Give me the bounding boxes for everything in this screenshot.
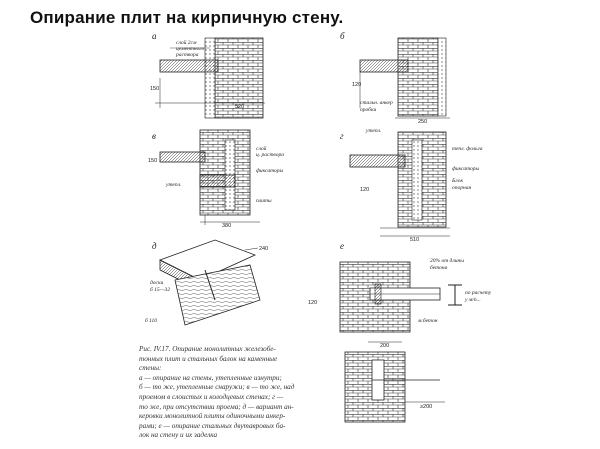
- caption-line: керовки монолитной плиты одиночными анке…: [139, 412, 286, 421]
- figure-v-annotation: ц. раствора: [256, 152, 284, 158]
- figure-d-annotation: б 15—32: [150, 287, 171, 293]
- page-title: Опирание плит на кирпичную стену.: [30, 8, 344, 27]
- figure-d-dimension: 240: [259, 246, 269, 252]
- figure-v-annotation: плиты: [256, 198, 272, 204]
- figure-a-label: а: [152, 31, 157, 41]
- figure-b-label: б: [340, 31, 345, 41]
- caption-line: то же, при отсутствии проема; д — вариан…: [139, 402, 294, 411]
- caption-line: тонных плит и стальных балок на каменные: [139, 354, 278, 363]
- figure-d-label: д: [152, 241, 157, 251]
- figure-v-annotation: слой: [256, 146, 267, 152]
- figure-a-annotation: раствора: [176, 52, 199, 58]
- figure-g-annotation: утепл.: [366, 128, 382, 134]
- figure-g-annotation: фиксаторы: [452, 166, 480, 172]
- figure-g-annotation: тепл. фольга: [452, 146, 483, 152]
- figure-e-dimension: 120: [308, 300, 318, 306]
- figure-b-annotation: стальн. анкер: [360, 100, 393, 106]
- caption-line: б — то же, утепленные снаружи; в — то же…: [139, 383, 295, 392]
- figure-g-label: г: [340, 131, 344, 141]
- caption-line: Рис. IV.17. Опирание монолитных железобе…: [139, 345, 276, 353]
- figure-d-drawing: [158, 239, 261, 326]
- figure-v-drawing: [159, 129, 260, 225]
- figure-e-annotation: 20% от длины: [430, 258, 464, 264]
- figure-e-annotation: у м/п...: [465, 297, 481, 303]
- caption-line: лок на стену и их заделка: [139, 431, 218, 440]
- figure-b-dimension: 120: [352, 82, 362, 88]
- figure-d-annotation: доски: [150, 280, 164, 286]
- figure-a-annotation: слой 2см: [176, 40, 197, 46]
- figure-e-annotation: бетона: [430, 265, 448, 271]
- figure-v-dimension: 380: [222, 223, 232, 229]
- figure-g-dimension: 510: [410, 237, 420, 243]
- figure-g-annotation: опорная: [452, 185, 472, 191]
- figure-e-annotation: по расчету: [465, 290, 492, 296]
- figure-v-dimension: 150: [148, 158, 158, 164]
- figure-e-dimension: 200: [380, 343, 390, 349]
- figure-v-annotation: фиксаторы: [256, 168, 284, 174]
- figure-a-drawing: [155, 37, 265, 119]
- figure-a-dimension: 520: [235, 104, 245, 110]
- figure-e-label: е: [340, 241, 344, 251]
- figure-a-dimension: 150: [150, 86, 160, 92]
- figure-d-annotation: б 110: [145, 318, 157, 324]
- figure-a-annotation: цементного: [176, 46, 205, 52]
- caption-line: рами; е — опирание стальных двутавровых …: [139, 421, 286, 430]
- figure-g-drawing: [349, 131, 450, 237]
- figure-g-dimension: 120: [360, 187, 370, 193]
- figure-v-label: в: [152, 131, 156, 141]
- caption-line: проемом в слоистых и колодцевых стенах; …: [139, 392, 284, 401]
- figure-caption: Рис. IV.17. Опирание монолитных железобе…: [139, 345, 339, 441]
- figure-b-annotation: пробки: [360, 107, 377, 113]
- figure-e-drawing: [339, 261, 462, 423]
- figure-v-annotation: утепл.: [166, 182, 182, 188]
- caption-line: стены:: [139, 364, 162, 373]
- figure-b-dimension: 250: [418, 119, 428, 125]
- caption-line: а — опирание на стены, утепленные изнутр…: [139, 373, 282, 382]
- figure-e-annotation: м.бетон: [418, 318, 438, 324]
- figure-b-drawing: [359, 37, 450, 119]
- figure-e-dimension: ≥200: [420, 404, 433, 410]
- figure-g-annotation: Блок: [452, 178, 464, 184]
